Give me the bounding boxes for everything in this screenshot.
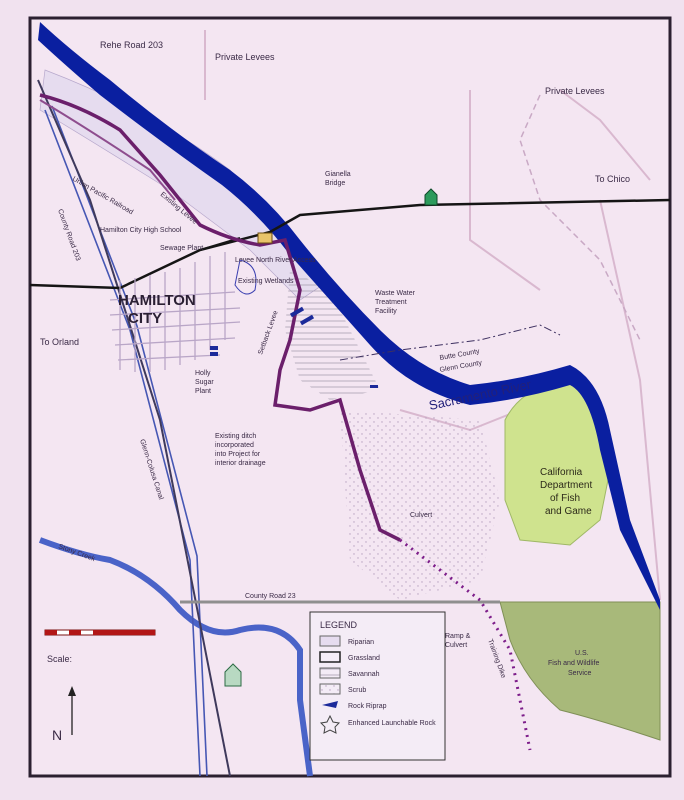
label-waste-water-2: Treatment [375, 299, 407, 306]
label-sewage: Sewage Plant [160, 245, 203, 252]
label-cdfg-2: Department [540, 480, 592, 491]
usfws-area [499, 601, 661, 741]
hamilton-city-street-grid [109, 252, 241, 372]
legend-swatch-launchable-rock [319, 714, 341, 734]
label-holly-2: Sugar [195, 379, 214, 386]
minor-roads [204, 30, 661, 601]
legend: LEGEND Riparian Grassland Savannah Scrub… [309, 611, 446, 761]
label-ditch-3: into Project for [215, 451, 261, 458]
highway-shield-icon [224, 663, 242, 687]
legend-swatch-riprap [322, 701, 338, 708]
label-ramp-1: Ramp & [445, 633, 471, 640]
label-culvert: Culvert [410, 512, 432, 519]
legend-swatch-scrub [319, 683, 341, 695]
existing-levee [39, 99, 176, 201]
legend-item: Scrub [348, 687, 366, 694]
legend-item: Riparian [348, 639, 374, 646]
setback-levee [39, 93, 401, 542]
sewage-plant-marker [257, 232, 273, 244]
label-north-river-access: Levee North River Access [235, 257, 316, 264]
label-waste-water-1: Waste Water [375, 290, 416, 297]
legend-swatch-grassland [319, 651, 341, 663]
rock-riprap-markers [210, 306, 378, 388]
label-county-road-23: County Road 23 [245, 593, 296, 600]
legend-item: Grassland [348, 655, 380, 662]
label-waste-water-3: Facility [375, 308, 397, 315]
savannah-area [285, 270, 380, 400]
north-arrow-icon [68, 686, 76, 735]
legend-title: LEGEND [320, 620, 358, 630]
label-ramp-2: Culvert [445, 642, 467, 649]
label-existing-wetlands: Existing Wetlands [238, 278, 294, 285]
label-usfws-1: U.S. [575, 650, 589, 657]
label-road-203: Rehe Road 203 [100, 40, 163, 50]
label-ditch-4: interior drainage [215, 460, 266, 467]
scale-label: Scale: [47, 654, 72, 664]
label-to-chico: To Chico [595, 174, 630, 184]
county-line [339, 324, 561, 361]
label-cdfg-3: of Fish [550, 493, 580, 504]
legend-item: Enhanced Launchable Rock [348, 720, 436, 727]
training-dike [399, 538, 532, 751]
existing-wetlands [234, 259, 257, 295]
label-usfws-3: Service [568, 670, 591, 677]
county-road-203 [37, 79, 231, 777]
legend-item: Rock Riprap [348, 703, 387, 710]
label-private-levee-right: Private Levees [545, 86, 605, 96]
label-usfws-2: Fish and Wildlife [548, 660, 599, 667]
label-hc-high: Hamilton City High School [100, 227, 182, 234]
label-ditch-1: Existing ditch [215, 433, 256, 440]
scrub-area [340, 410, 500, 600]
label-private-levee-top: Private Levees [215, 52, 275, 62]
label-holly-3: Plant [195, 388, 211, 395]
highway-shield-icon [424, 188, 438, 206]
label-cdfg-1: California [540, 467, 583, 478]
scale-bar [44, 629, 156, 636]
stony-creek [38, 537, 313, 777]
north-label: N [52, 727, 62, 743]
private-levee-right [519, 94, 641, 341]
label-to-orland: To Orland [40, 337, 79, 347]
label-cdfg-4: and Game [545, 506, 592, 517]
label-hamilton: HAMILTON [118, 292, 196, 309]
label-holly-1: Holly [195, 370, 211, 377]
legend-item: Savannah [348, 671, 380, 678]
legend-swatch-savannah [319, 667, 341, 679]
label-bridge: Bridge [325, 180, 345, 187]
legend-swatch-riparian [319, 635, 341, 647]
label-city: CITY [128, 310, 162, 327]
label-gianella: Gianella [325, 171, 351, 178]
label-ditch-2: incorporated [215, 442, 254, 449]
sacramento-river [38, 22, 660, 610]
